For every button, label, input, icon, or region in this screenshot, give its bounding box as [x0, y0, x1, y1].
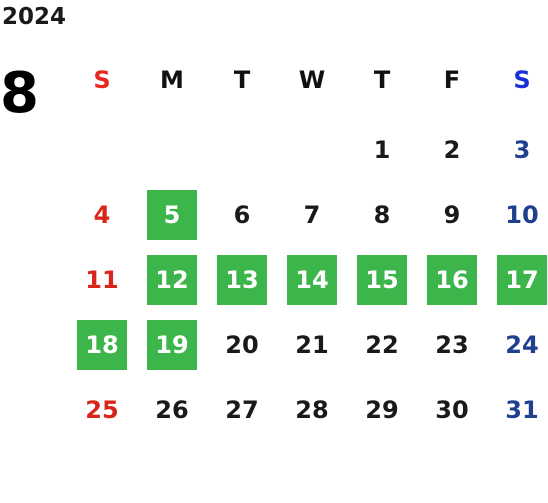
day-cell[interactable]: 12: [137, 255, 207, 305]
weekday-wed: W: [298, 66, 326, 94]
day-number: 20: [225, 331, 259, 359]
day-cell[interactable]: 17: [487, 255, 548, 305]
day-cell[interactable]: 24: [487, 320, 548, 370]
day-number: 10: [505, 201, 539, 229]
day-cell[interactable]: 26: [137, 385, 207, 435]
day-number: 31: [505, 396, 539, 424]
day-number: 8: [373, 201, 391, 229]
day-number: 9: [443, 201, 461, 229]
day-number: 14: [287, 255, 337, 305]
day-cell[interactable]: 1: [347, 125, 417, 175]
day-number: 26: [155, 396, 189, 424]
day-cell[interactable]: 30: [417, 385, 487, 435]
day-number: 21: [295, 331, 329, 359]
day-number: 3: [513, 136, 531, 164]
day-cell[interactable]: 6: [207, 190, 277, 240]
day-number: 19: [147, 320, 197, 370]
day-number: 27: [225, 396, 259, 424]
day-cell[interactable]: 22: [347, 320, 417, 370]
day-cell[interactable]: 25: [67, 385, 137, 435]
day-number: 2: [443, 136, 461, 164]
day-number: 4: [93, 201, 111, 229]
weekday-thu: T: [373, 66, 391, 94]
day-cell[interactable]: 18: [67, 320, 137, 370]
day-number: 18: [77, 320, 127, 370]
day-cell[interactable]: 13: [207, 255, 277, 305]
day-number: 7: [303, 201, 321, 229]
day-cell[interactable]: 3: [487, 125, 548, 175]
day-cell[interactable]: 5: [137, 190, 207, 240]
day-cell[interactable]: 16: [417, 255, 487, 305]
day-number: 13: [217, 255, 267, 305]
day-number: 28: [295, 396, 329, 424]
weekday-mon: M: [160, 66, 184, 94]
weekday-tue: T: [233, 66, 251, 94]
weekday-sat: S: [513, 66, 531, 94]
day-cell[interactable]: 28: [277, 385, 347, 435]
day-cell[interactable]: 29: [347, 385, 417, 435]
day-number: 6: [233, 201, 251, 229]
day-cell[interactable]: 2: [417, 125, 487, 175]
day-number: 11: [85, 266, 119, 294]
day-cell[interactable]: 8: [347, 190, 417, 240]
day-cell[interactable]: 11: [67, 255, 137, 305]
day-number: 29: [365, 396, 399, 424]
day-number: 23: [435, 331, 469, 359]
day-cell[interactable]: 27: [207, 385, 277, 435]
day-cell[interactable]: 9: [417, 190, 487, 240]
day-number: 30: [435, 396, 469, 424]
day-cell[interactable]: 23: [417, 320, 487, 370]
day-number: 1: [373, 136, 391, 164]
month-number: 8: [0, 61, 39, 126]
day-number: 25: [85, 396, 119, 424]
day-cell[interactable]: 20: [207, 320, 277, 370]
day-cell[interactable]: 10: [487, 190, 548, 240]
day-cell[interactable]: 31: [487, 385, 548, 435]
day-number: 22: [365, 331, 399, 359]
day-number: 16: [427, 255, 477, 305]
day-number: 24: [505, 331, 539, 359]
day-number: 5: [147, 190, 197, 240]
day-number: 15: [357, 255, 407, 305]
day-cell[interactable]: 15: [347, 255, 417, 305]
year-label: 2024: [2, 4, 67, 30]
day-cell[interactable]: 14: [277, 255, 347, 305]
weekday-sun: S: [93, 66, 111, 94]
day-number: 12: [147, 255, 197, 305]
day-cell[interactable]: 19: [137, 320, 207, 370]
day-number: 17: [497, 255, 547, 305]
day-cell[interactable]: 4: [67, 190, 137, 240]
day-cell[interactable]: 7: [277, 190, 347, 240]
weekday-fri: F: [443, 66, 461, 94]
day-cell[interactable]: 21: [277, 320, 347, 370]
